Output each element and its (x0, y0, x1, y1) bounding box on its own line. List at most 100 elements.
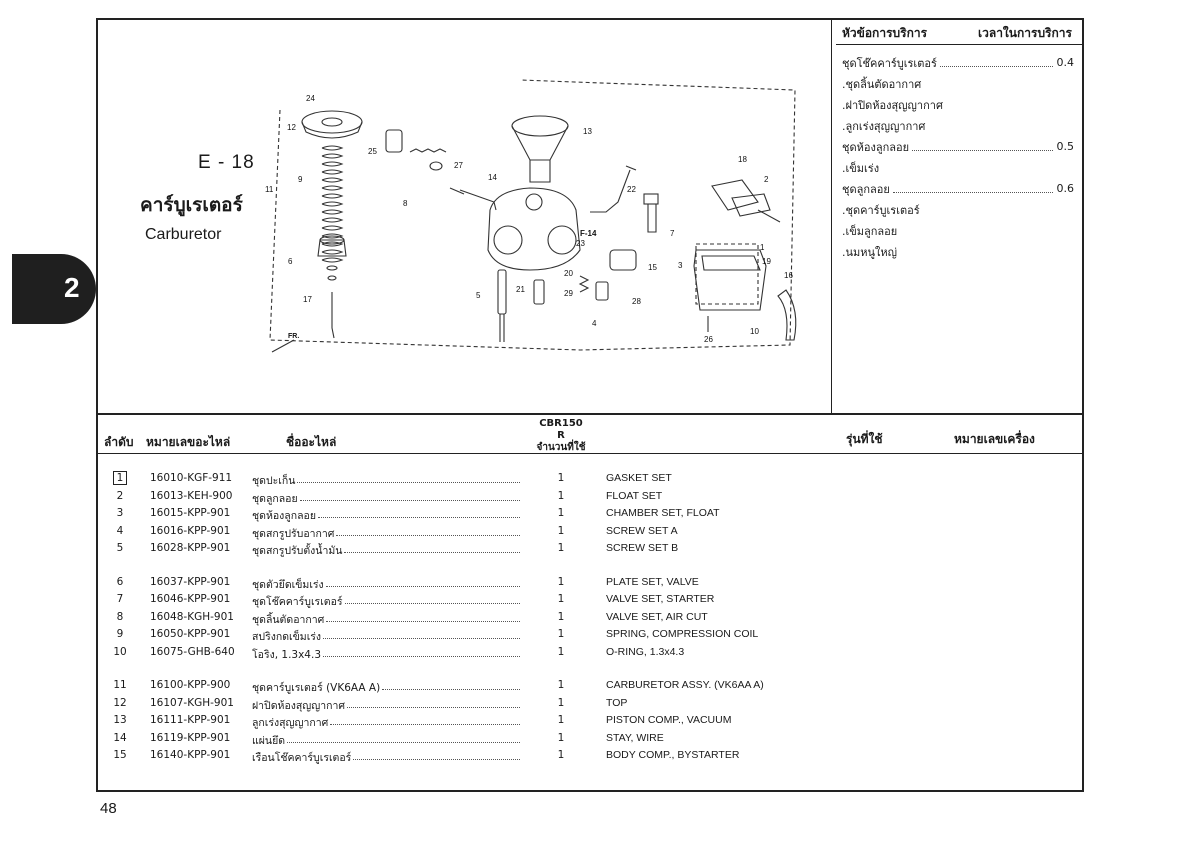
svg-text:7: 7 (670, 229, 675, 238)
svg-text:13: 13 (583, 127, 592, 136)
carburetor-exploded-diagram: 24 12 25 11 9 8 6 17 27 14 13 22 18 2 1 … (265, 79, 797, 353)
service-head-rule (836, 44, 1082, 45)
part-number: 16010-KGF-911 (150, 472, 233, 484)
part-name-th: ชุดสกรูปรับตั้งน้ำมัน (252, 542, 520, 559)
svg-text:14: 14 (488, 173, 497, 182)
part-name-en: TOP (606, 696, 628, 709)
service-item: .ฝาปิดห้องสุญญากาศ (842, 98, 943, 112)
page-frame (96, 18, 1084, 792)
part-name-th: สปริงกดเข็มเร่ง (252, 628, 520, 645)
item-number: 2 (116, 489, 124, 502)
part-name-th: ชุดตัวยึดเข็มเร่ง (252, 576, 520, 593)
quantity: 1 (557, 489, 565, 502)
col-used-in: รุ่นที่ใช้ (846, 432, 883, 446)
part-name-th: ชุดห้องลูกลอย (252, 507, 520, 524)
svg-text:17: 17 (303, 295, 312, 304)
service-item: .ชุดคาร์บูเรเตอร์ (842, 203, 920, 217)
quantity: 1 (557, 714, 565, 726)
service-item: ชุดโช๊คคาร์บูเรเตอร์0.4 (842, 56, 1074, 70)
col-model-qty: CBR150 R จำนวนที่ใช้ (520, 418, 602, 454)
part-name-en: O-RING, 1.3x4.3 (606, 645, 685, 658)
svg-text:4: 4 (592, 319, 597, 328)
quantity: 1 (557, 610, 565, 623)
part-number: 16013-KEH-900 (150, 489, 233, 502)
service-divider (831, 20, 832, 414)
part-name-th: ลูกเร่งสุญญากาศ (252, 714, 520, 731)
section-title-en: Carburetor (145, 226, 222, 243)
part-name-en: STAY, WIRE (606, 731, 664, 744)
svg-text:28: 28 (632, 297, 641, 306)
part-name-th: ชุดปะเก็น (252, 472, 520, 489)
svg-text:20: 20 (564, 269, 573, 278)
part-name-th: ชุดลิ้นตัดอากาศ (252, 611, 520, 628)
model-variant: R (557, 430, 565, 441)
part-name-en: GASKET SET (606, 472, 672, 484)
col-engine-no: หมายเลขเครื่อง (954, 432, 1035, 446)
part-number: 16015-KPP-901 (150, 507, 231, 519)
item-number: 10 (113, 645, 127, 658)
part-number: 16037-KPP-901 (150, 575, 231, 588)
service-list: ชุดโช๊คคาร์บูเรเตอร์0.4 .ชุดลิ้นตัดอากาศ… (842, 52, 1074, 262)
part-name-th: ชุดลูกลอย (252, 490, 520, 507)
part-number: 16140-KPP-901 (150, 749, 231, 761)
front-arrow-label: FR. (288, 333, 299, 340)
section-code: E - 18 (198, 152, 255, 173)
svg-text:27: 27 (454, 161, 463, 170)
chapter-number: 2 (64, 272, 80, 303)
service-item: .ชุดลิ้นตัดอากาศ (842, 77, 922, 91)
page-number: 48 (100, 800, 117, 817)
item-number: 9 (116, 628, 124, 640)
svg-text:26: 26 (704, 335, 713, 344)
svg-text:24: 24 (306, 94, 315, 103)
svg-text:1: 1 (760, 243, 765, 252)
item-number: 1 (106, 471, 134, 485)
part-name-th: โอริง, 1.3x4.3 (252, 646, 520, 663)
svg-text:18: 18 (738, 155, 747, 164)
svg-text:16: 16 (784, 271, 793, 280)
quantity: 1 (557, 472, 565, 484)
item-number: 11 (113, 679, 127, 691)
item-number: 12 (113, 696, 127, 709)
item-number: 4 (116, 524, 124, 537)
col-part-no: หมายเลขอะไหล่ (146, 435, 231, 449)
part-name-en: FLOAT SET (606, 489, 663, 502)
part-name-en: VALVE SET, AIR CUT (606, 610, 708, 623)
svg-text:23: 23 (576, 239, 585, 248)
part-name-en: CARBURETOR ASSY. (VK6AA A) (606, 679, 764, 691)
item-number: 3 (116, 507, 124, 519)
qty-label: จำนวนที่ใช้ (536, 442, 586, 453)
part-name-en: SCREW SET B (606, 542, 679, 554)
svg-text:6: 6 (288, 257, 293, 266)
col-no: ลำดับ (104, 435, 134, 449)
quantity: 1 (557, 696, 565, 709)
svg-text:8: 8 (403, 199, 408, 208)
quantity: 1 (557, 593, 565, 605)
svg-text:11: 11 (265, 185, 274, 194)
item-number: 7 (116, 593, 124, 605)
quantity: 1 (557, 524, 565, 537)
quantity: 1 (557, 749, 565, 761)
part-name-en: SPRING, COMPRESSION COIL (606, 628, 759, 640)
svg-text:29: 29 (564, 289, 573, 298)
service-item: .เข็มเร่ง (842, 161, 880, 175)
part-name-th: แผ่นยึด (252, 732, 520, 749)
svg-text:15: 15 (648, 263, 657, 272)
part-number: 16016-KPP-901 (150, 524, 231, 537)
item-number: 5 (116, 542, 124, 554)
quantity: 1 (557, 731, 565, 744)
svg-text:19: 19 (762, 257, 771, 266)
part-number: 16075-GHB-640 (150, 645, 235, 658)
table-top-rule (98, 413, 1082, 415)
